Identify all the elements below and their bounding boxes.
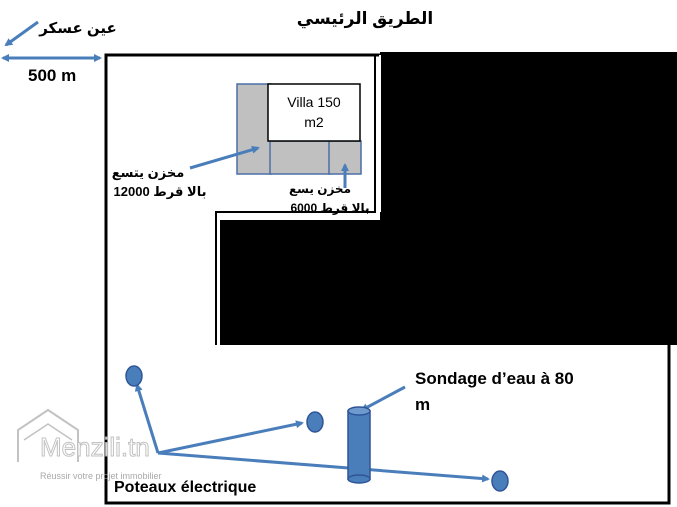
warehouse-large-label-line2: 12000 بالا قرط [114, 184, 207, 199]
parcel-outline [215, 55, 376, 345]
warehouse-large-label-line1: مخزن يتسع [112, 165, 185, 180]
villa-label-line1: Villa 150 [287, 94, 341, 110]
borehole-shaft [347, 410, 371, 480]
warehouse-large-bottom [269, 140, 331, 175]
power-pole-3 [491, 470, 509, 492]
borehole-label-line1: Sondage d’eau à 80 [415, 369, 574, 388]
warehouse-small-label-line2: 6000 بالا قرط [290, 201, 369, 215]
warehouse-small-label-line1: مخزن يسع [289, 182, 351, 196]
watermark-brand: Menzili.tn [40, 432, 150, 462]
borehole-label-line2: m [415, 395, 430, 414]
main-road-label: الطريق الرئيسي [297, 9, 433, 29]
power-line-2 [157, 420, 304, 455]
town-arrow [4, 20, 39, 47]
power-line-1 [134, 383, 160, 454]
watermark-house-roof [23, 423, 73, 441]
power-pole-1 [125, 365, 143, 387]
land-block-lower-right [380, 205, 677, 345]
villa-label-line2: m2 [304, 114, 324, 130]
land-block-upper [380, 52, 677, 212]
poles-label: Poteaux électrique [114, 479, 256, 496]
distance-label: 500 m [28, 66, 76, 85]
watermark-house-icon [17, 408, 79, 462]
villa-building [267, 83, 361, 142]
town-label: عين عسكر [38, 20, 117, 37]
warehouse-large-arrow [189, 145, 260, 170]
borehole-top [347, 406, 371, 416]
borehole-arrow [360, 385, 406, 412]
watermark-tagline: Réussir votre projet immobilier [40, 471, 162, 481]
warehouse-large-left [236, 83, 272, 175]
power-line-3 [157, 451, 490, 483]
watermark: Menzili.tn Réussir votre projet immobili… [17, 408, 162, 481]
borehole-bottom [347, 474, 371, 484]
power-pole-2 [306, 411, 324, 433]
